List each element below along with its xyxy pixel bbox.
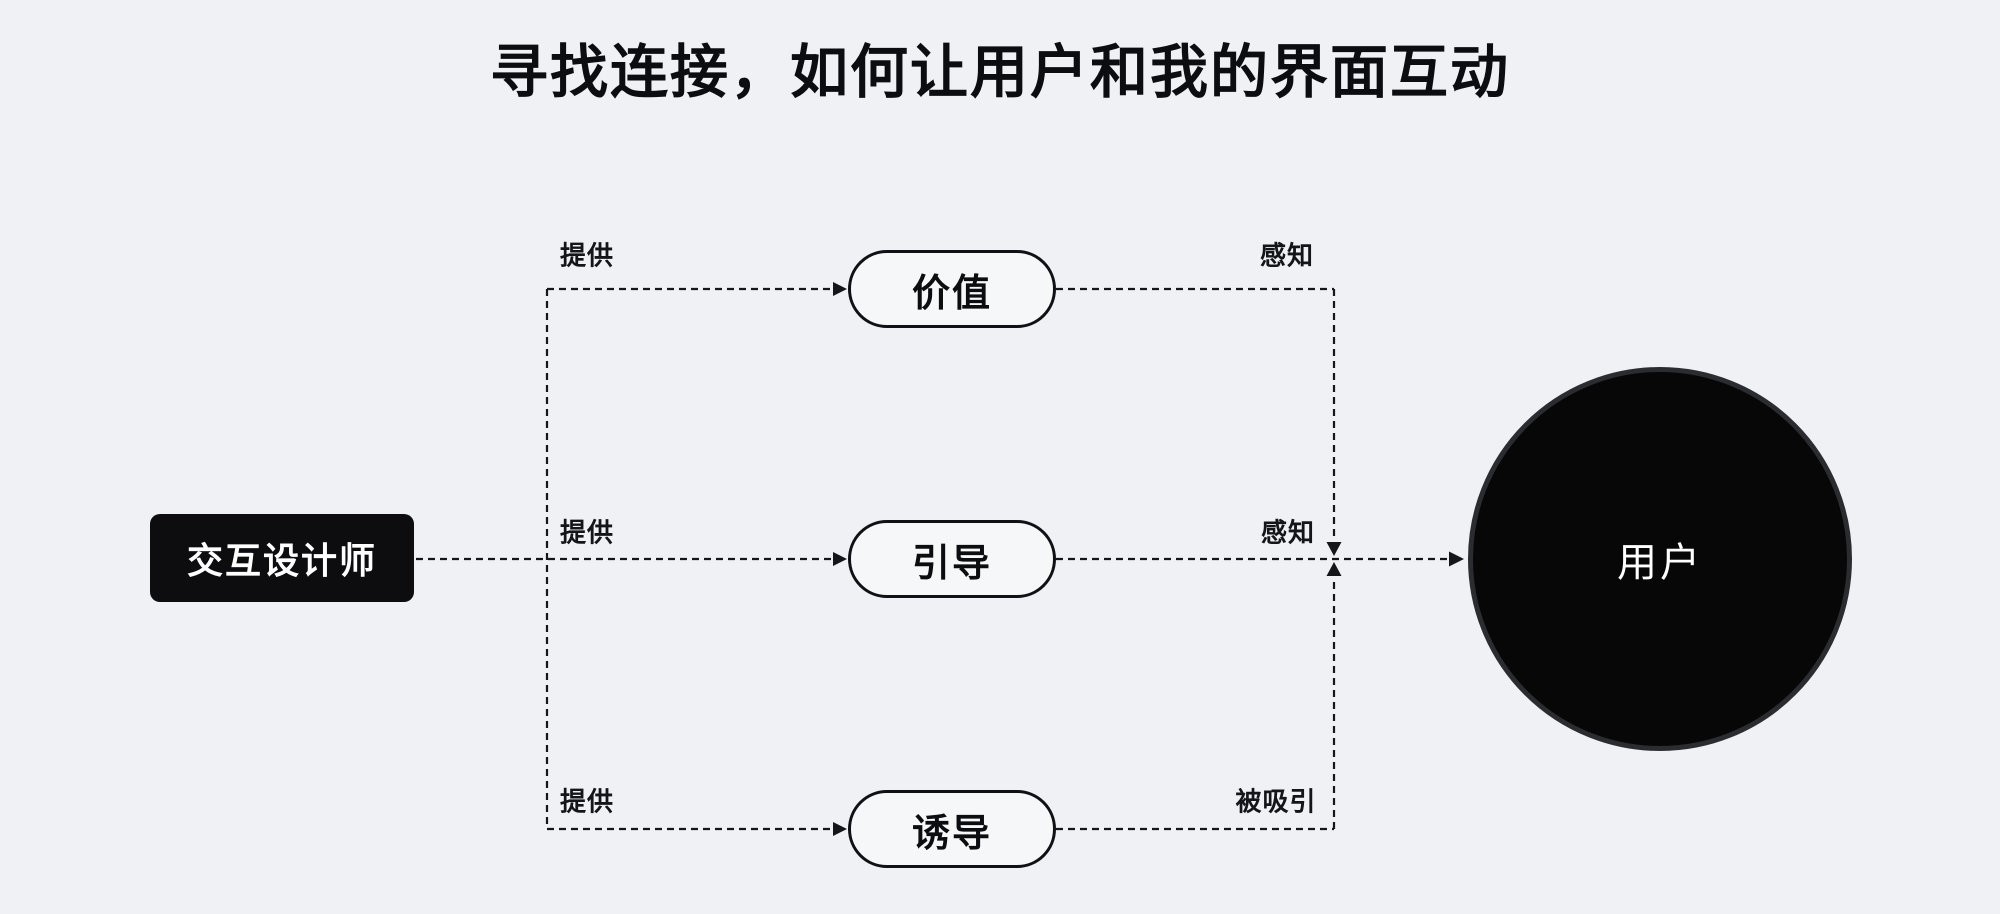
node-value-label: 价值 <box>911 270 992 315</box>
edge-label-perceive-top: 感知 <box>1259 241 1315 272</box>
edge-label-provide-bottom: 提供 <box>559 787 615 818</box>
node-user: 用户 <box>1468 367 1852 751</box>
node-user-label: 用户 <box>1617 540 1703 586</box>
arrowhead-into-value <box>833 282 847 296</box>
edge-label-perceive-mid: 感知 <box>1260 518 1316 549</box>
arrowhead-into-lure <box>833 822 847 836</box>
arrowhead-into-guide <box>833 552 847 566</box>
diagram-title: 寻找连接，如何让用户和我的界面互动 <box>489 38 1510 106</box>
arrowhead-junction-down <box>1326 542 1342 556</box>
node-interaction-designer-label: 交互设计师 <box>186 541 377 582</box>
node-guide-label: 引导 <box>911 540 992 585</box>
edge-label-provide-top: 提供 <box>559 241 615 272</box>
node-lure-label: 诱导 <box>911 810 992 855</box>
node-interaction-designer: 交互设计师 <box>150 514 414 602</box>
node-lure: 诱导 <box>848 790 1056 868</box>
edge-label-provide-mid: 提供 <box>559 518 615 549</box>
arrowhead-junction-up <box>1326 562 1342 576</box>
arrowhead-into-user <box>1449 551 1464 567</box>
node-guide: 引导 <box>848 520 1056 598</box>
node-value: 价值 <box>848 250 1056 328</box>
edge-label-attracted: 被吸引 <box>1235 787 1317 818</box>
